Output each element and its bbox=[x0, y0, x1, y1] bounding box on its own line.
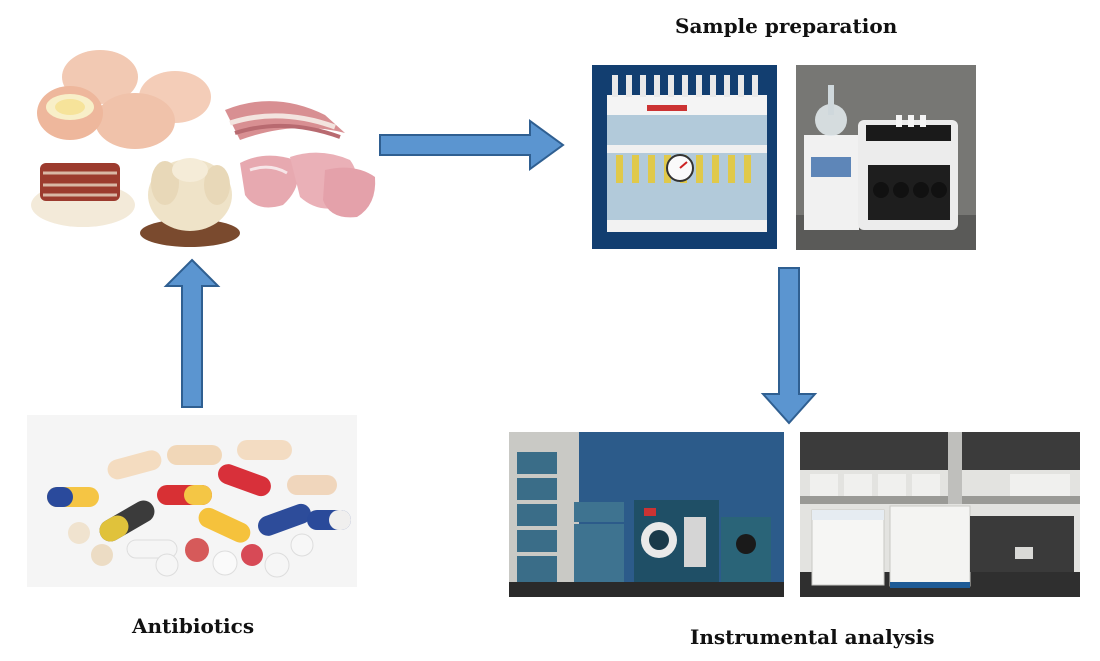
sliced-meat-plate-icon bbox=[31, 163, 135, 227]
antibiotic-pills-image bbox=[27, 415, 357, 587]
arrow-up bbox=[163, 258, 221, 410]
sample-preparation-label: Sample preparation bbox=[675, 14, 898, 38]
instrumental-analysis-label: Instrumental analysis bbox=[690, 625, 935, 649]
spe-manifold-image bbox=[592, 65, 777, 249]
arrow-down bbox=[760, 266, 818, 426]
eggs-icon bbox=[37, 50, 211, 149]
gc-ms-lab-image bbox=[800, 432, 1080, 597]
pork-belly-icon bbox=[225, 101, 345, 140]
whole-chicken-icon bbox=[140, 158, 240, 247]
pork-chops-icon bbox=[240, 152, 376, 218]
lc-ms-system-image bbox=[509, 432, 784, 597]
food-samples-image bbox=[25, 45, 380, 250]
antibiotics-label: Antibiotics bbox=[132, 614, 255, 638]
evaporator-image bbox=[796, 65, 976, 250]
arrow-right bbox=[378, 118, 566, 172]
